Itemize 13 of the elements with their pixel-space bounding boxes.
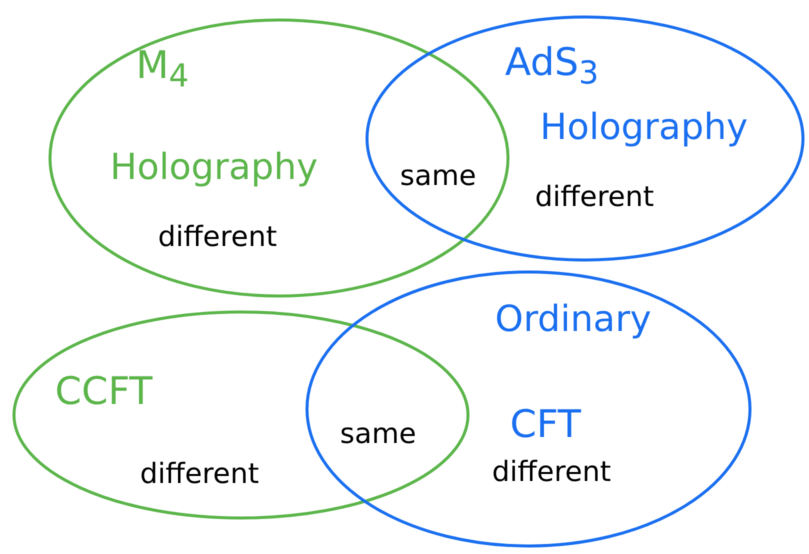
overlap-label: same: [400, 162, 476, 190]
set-title: CCFT: [55, 372, 152, 410]
note-text: different: [158, 223, 277, 251]
set-title: AdS$_{3}$: [505, 43, 599, 90]
note-text: different: [140, 460, 259, 488]
set-title: M$_{4}$: [136, 46, 189, 94]
note-text: different: [492, 458, 611, 486]
note-text: different: [535, 183, 654, 211]
set-title: CFT: [510, 405, 581, 443]
set-title: Holography: [110, 150, 318, 186]
set-title: Ordinary: [495, 302, 652, 338]
set-title: Holography: [540, 110, 748, 146]
overlap-label: same: [340, 420, 416, 448]
